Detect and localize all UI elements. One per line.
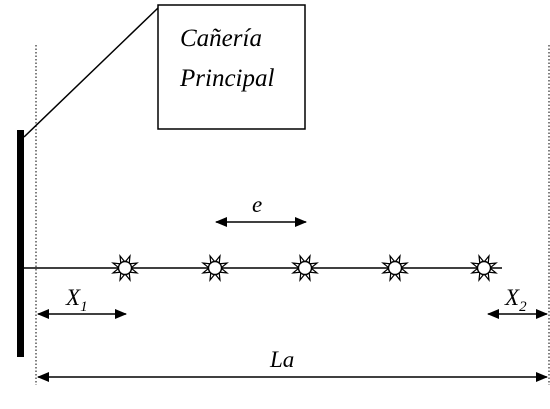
sprinkler-emitter-icon bbox=[111, 254, 139, 282]
x2-label-subscript: 2 bbox=[519, 299, 527, 315]
x1-label-base: X bbox=[65, 285, 81, 310]
callout-box bbox=[157, 4, 306, 130]
main-pipe bbox=[17, 130, 24, 357]
emitters-group bbox=[111, 254, 498, 282]
x1-label: X1 bbox=[65, 285, 88, 315]
x2-label: X2 bbox=[504, 285, 527, 315]
x2-label-base: X bbox=[504, 285, 520, 310]
sprinkler-emitter-icon bbox=[470, 254, 498, 282]
callout-leader-line bbox=[23, 7, 159, 138]
spacing-label: e bbox=[252, 192, 262, 217]
sprinkler-emitter-icon bbox=[201, 254, 229, 282]
length-label: La bbox=[269, 347, 294, 372]
sprinkler-emitter-icon bbox=[381, 254, 409, 282]
callout-text-line2: Principal bbox=[179, 65, 274, 92]
x1-label-subscript: 1 bbox=[80, 299, 88, 315]
sprinkler-emitter-icon bbox=[291, 254, 319, 282]
callout-text-line1: Cañería bbox=[180, 25, 262, 52]
